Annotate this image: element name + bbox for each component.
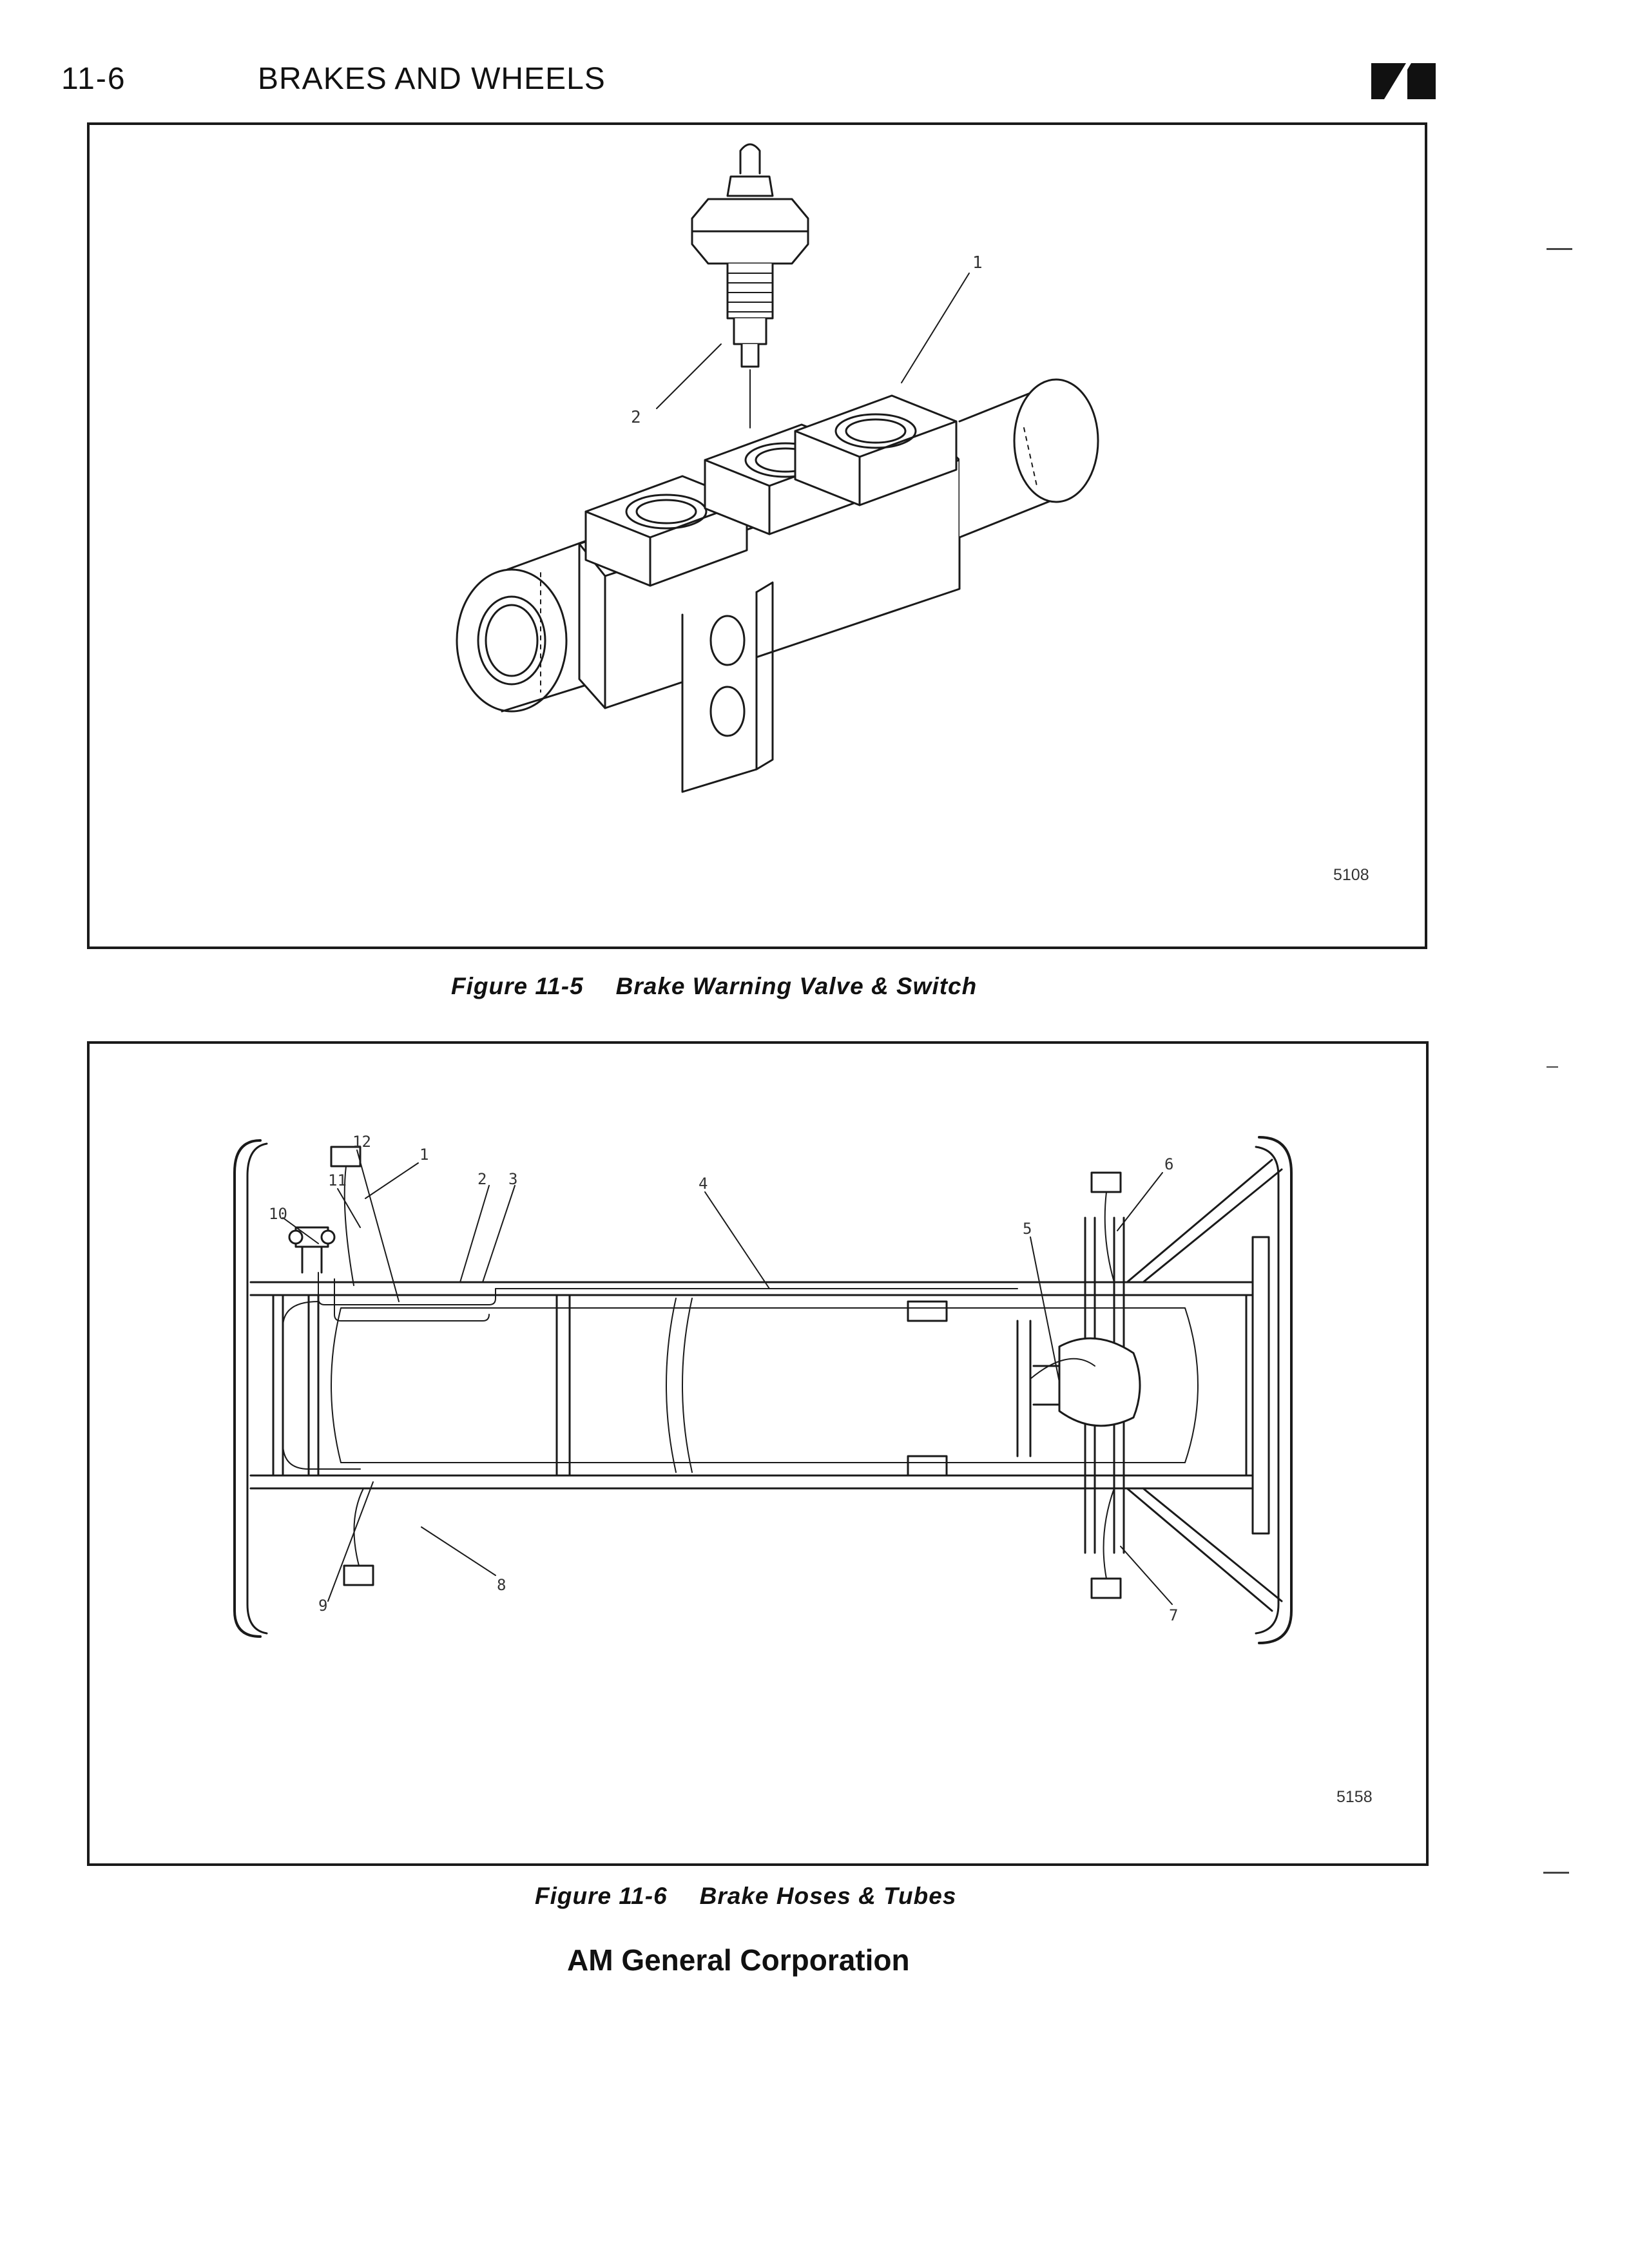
brake-hoses-tubes-illustration: 1 2 3 4 5 6 7 8 9 10 11 12 xyxy=(233,1133,1293,1644)
figure-11-6-frame: 1 2 3 4 5 6 7 8 9 10 11 12 5158 xyxy=(87,1041,1429,1866)
mounting-bracket xyxy=(681,581,774,793)
callout-9: 9 xyxy=(318,1597,327,1615)
figure-11-6-caption: Figure 11-6 Brake Hoses & Tubes xyxy=(535,1883,956,1910)
callout-3: 3 xyxy=(508,1170,517,1188)
caption-number: Figure 11-5 xyxy=(451,973,584,999)
caption-title: Brake Warning Valve & Switch xyxy=(615,973,978,999)
port-blocks xyxy=(584,394,958,587)
page-number: 11-6 xyxy=(61,62,126,96)
callout-4: 4 xyxy=(699,1175,708,1193)
callout-1: 1 xyxy=(419,1146,429,1164)
margin-mark xyxy=(1547,1066,1558,1068)
callout-11: 11 xyxy=(328,1171,347,1189)
callout-10: 10 xyxy=(269,1205,287,1223)
right-fitting xyxy=(958,378,1099,539)
caption-title: Brake Hoses & Tubes xyxy=(699,1883,957,1909)
callout-6: 6 xyxy=(1164,1155,1173,1173)
margin-mark xyxy=(1543,1872,1569,1874)
drawing-number: 5108 xyxy=(1333,866,1369,884)
section-title: BRAKES AND WHEELS xyxy=(258,62,606,96)
margin-mark xyxy=(1547,248,1572,250)
figure-11-5-frame: 1 2 5108 xyxy=(87,122,1427,949)
callout-2: 2 xyxy=(477,1170,487,1188)
callout-8: 8 xyxy=(497,1576,506,1594)
warning-switch xyxy=(691,143,809,428)
am-general-logo-icon xyxy=(1371,63,1436,99)
callout-1: 1 xyxy=(972,253,983,273)
drawing-number: 5158 xyxy=(1336,1788,1373,1806)
brake-warning-valve-illustration: 1 2 xyxy=(456,143,1099,793)
callout-12: 12 xyxy=(352,1133,371,1151)
caption-number: Figure 11-6 xyxy=(535,1883,668,1909)
callout-2: 2 xyxy=(631,408,641,427)
figure-11-5-caption: Figure 11-5 Brake Warning Valve & Switch xyxy=(451,973,977,1000)
callout-7: 7 xyxy=(1169,1606,1178,1624)
left-fitting xyxy=(456,523,637,713)
company-footer: AM General Corporation xyxy=(567,1943,910,1977)
callout-5: 5 xyxy=(1023,1220,1032,1238)
